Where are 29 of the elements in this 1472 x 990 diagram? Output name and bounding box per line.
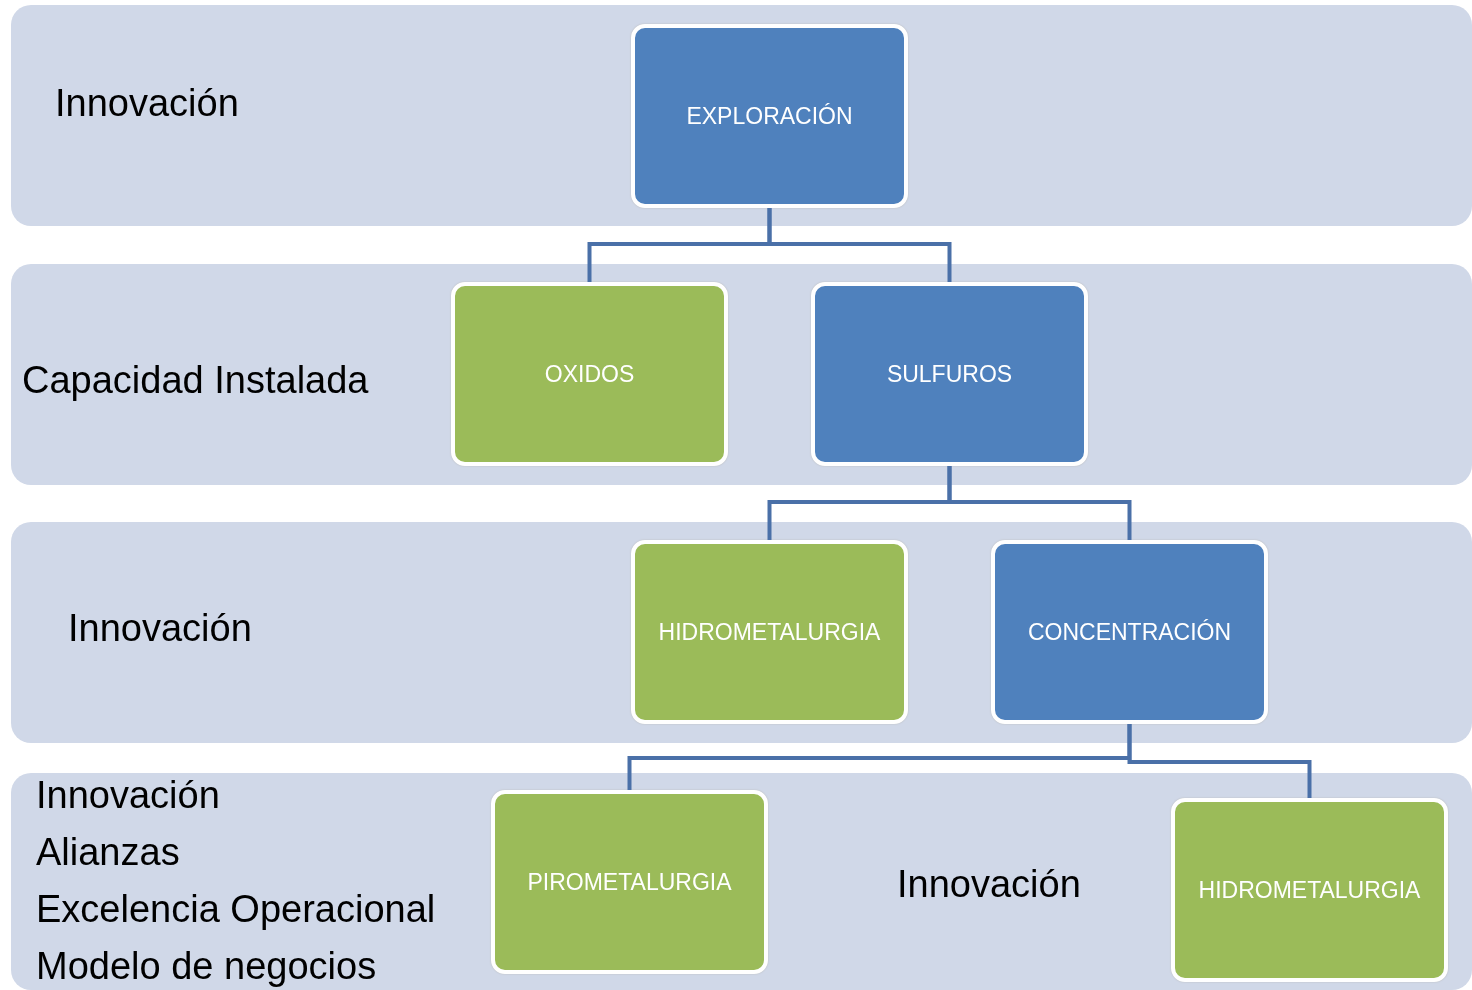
- band-background: [11, 773, 1472, 990]
- process-box: [811, 282, 1088, 466]
- process-box: [1171, 798, 1448, 982]
- box-label: HIDROMETALURGIA: [1198, 876, 1421, 904]
- band-label: Innovación: [68, 609, 252, 647]
- band-background: [11, 522, 1472, 743]
- band-label: Modelo de negocios: [36, 947, 377, 985]
- connector-line: [1127, 724, 1312, 798]
- box-label: OXIDOS: [544, 360, 635, 388]
- process-box: [491, 790, 768, 974]
- box-label: SULFUROS: [886, 360, 1013, 388]
- band-label: Innovación: [36, 776, 220, 814]
- process-box: [631, 24, 908, 208]
- process-box: [631, 540, 908, 724]
- process-box: [451, 282, 728, 466]
- band-label: Capacidad Instalada: [22, 361, 369, 399]
- band-label: Innovación: [897, 865, 1081, 903]
- process-box: [991, 540, 1268, 724]
- box-label: HIDROMETALURGIA: [658, 618, 881, 646]
- band-background: [11, 264, 1472, 485]
- band-background: [11, 5, 1472, 226]
- connector-line: [767, 208, 952, 282]
- band-label: Alianzas: [36, 833, 180, 871]
- box-label: EXPLORACIÓN: [686, 102, 853, 130]
- box-label: CONCENTRACIÓN: [1027, 618, 1232, 646]
- box-label: PIROMETALURGIA: [527, 868, 732, 896]
- connector-line: [947, 466, 1132, 540]
- band-label: Excelencia Operacional: [36, 890, 436, 928]
- band-label: Innovación: [55, 84, 239, 122]
